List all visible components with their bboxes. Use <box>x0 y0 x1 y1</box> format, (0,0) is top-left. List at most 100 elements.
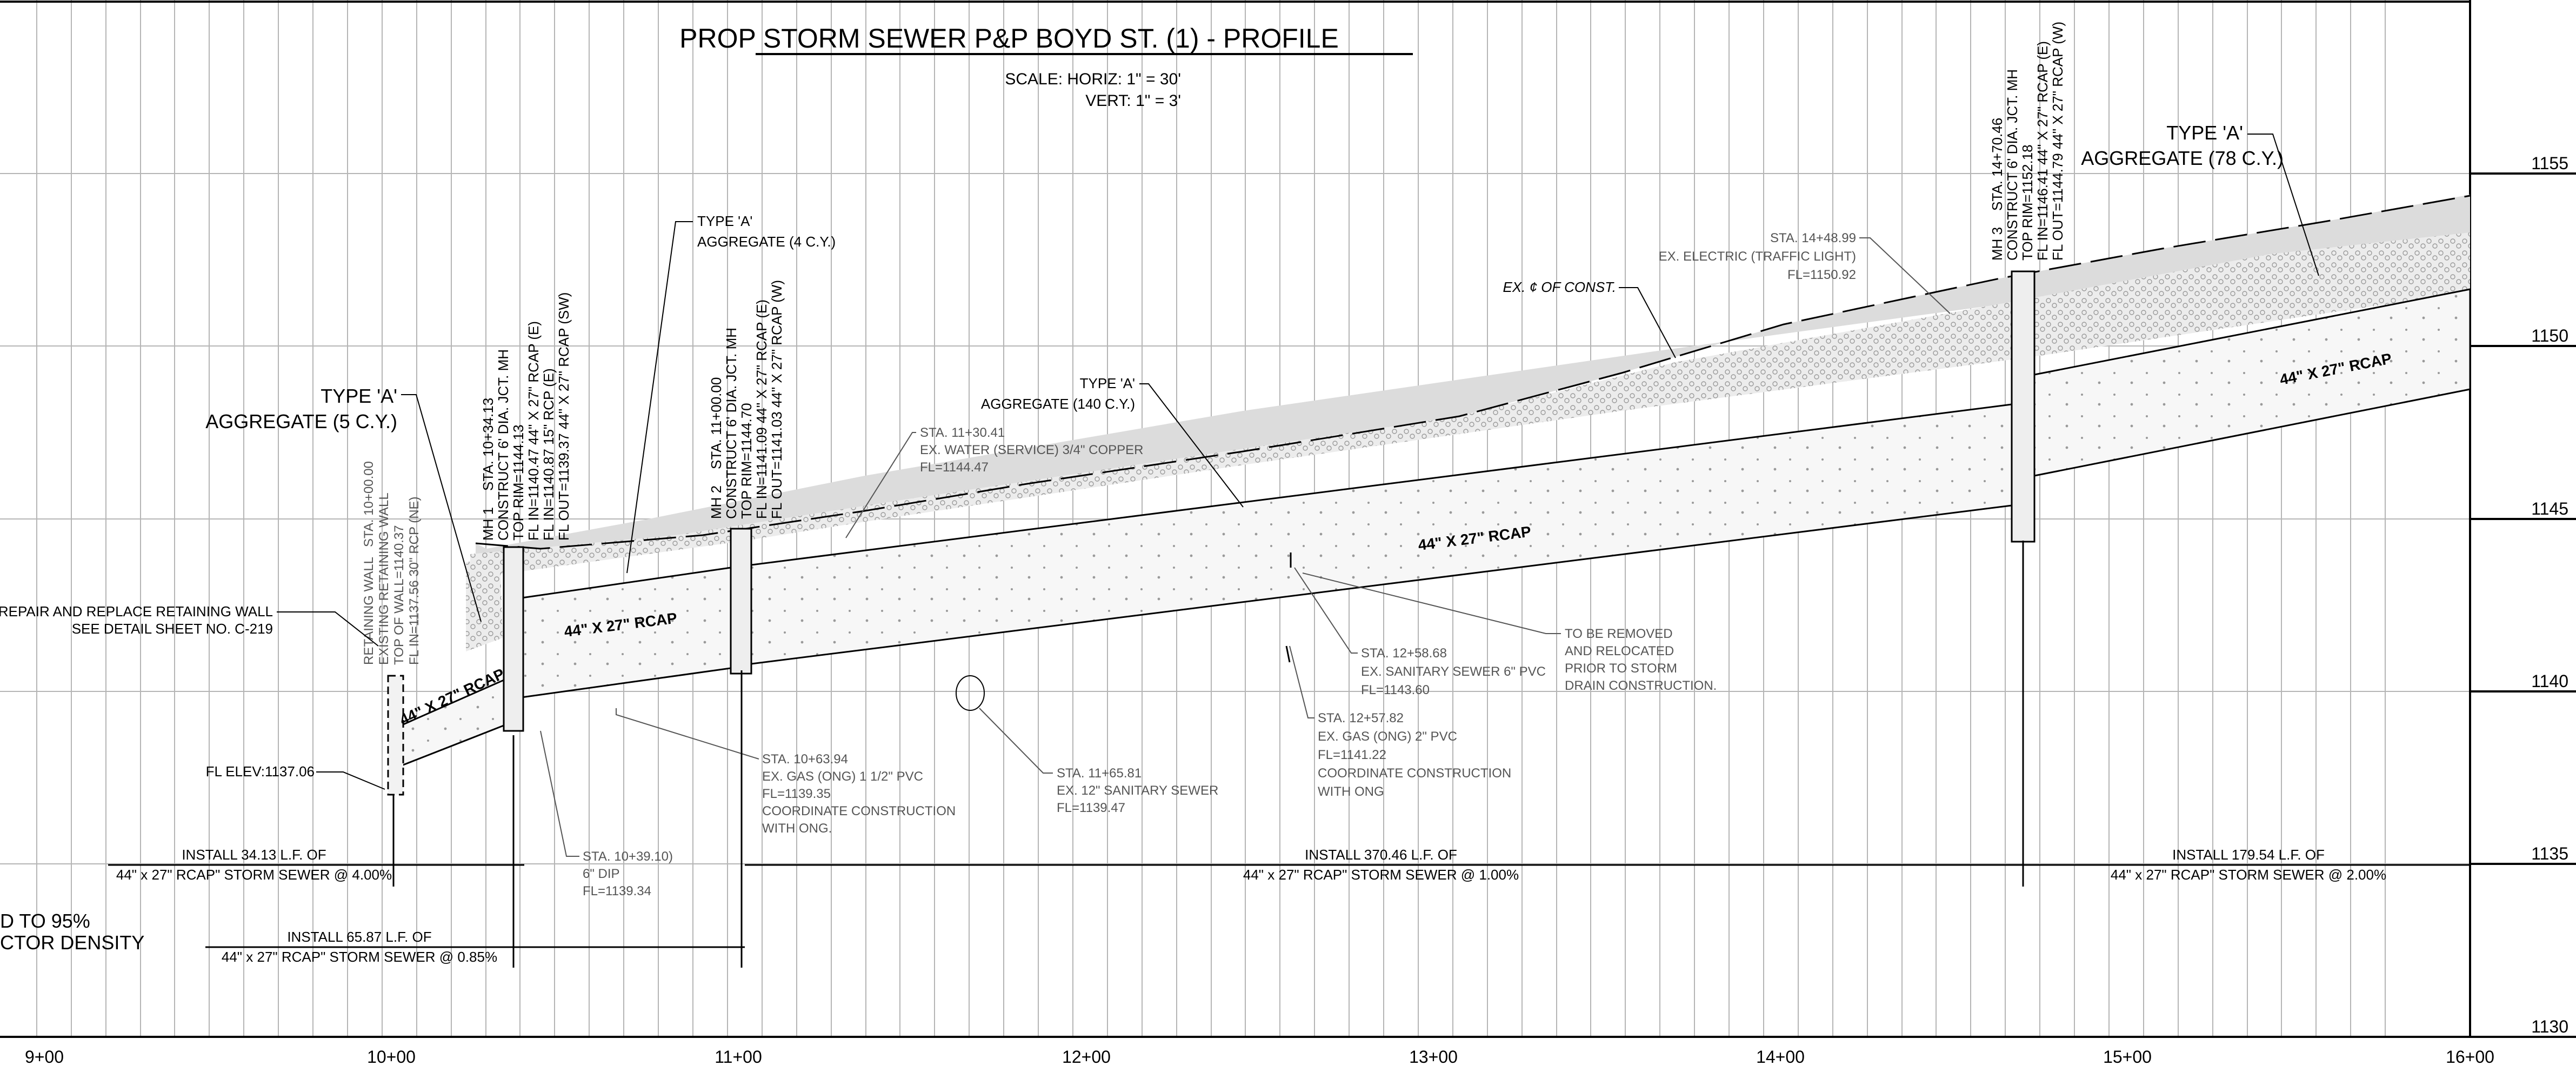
gas-callout-2: STA. 12+57.82 EX. GAS (ONG) 2" PVC FL=11… <box>1285 645 1511 799</box>
svg-text:STA. 10+39.10): STA. 10+39.10) <box>583 849 673 864</box>
svg-text:COORDINATE CONSTRUCTION: COORDINATE CONSTRUCTION <box>1318 766 1511 781</box>
station-labels: 9+00 10+00 11+00 12+00 13+00 14+00 15+00… <box>25 1047 2494 1067</box>
elevation-labels: 1155 1150 1145 1140 1135 1130 <box>2531 154 2568 1036</box>
svg-text:EX. GAS (ONG) 1 1/2" PVC: EX. GAS (ONG) 1 1/2" PVC <box>762 769 923 784</box>
svg-text:STA. 10+63.94: STA. 10+63.94 <box>762 752 848 767</box>
wall-tag: RETAINING WALL <box>362 557 376 665</box>
svg-text:EXISTING RETAINING WALL: EXISTING RETAINING WALL <box>377 492 391 665</box>
svg-text:FL IN=1140.47 44" X 27" RCAP (: FL IN=1140.47 44" X 27" RCAP (E) <box>525 321 542 541</box>
svg-text:TO BE REMOVED: TO BE REMOVED <box>1565 627 1673 641</box>
svg-text:EX. SANITARY SEWER 6" PVC: EX. SANITARY SEWER 6" PVC <box>1361 664 1546 679</box>
svg-text:44" x 27" RCAP" STORM SEWER @: 44" x 27" RCAP" STORM SEWER @ 4.00% <box>116 867 392 883</box>
mh-tag: MH 2 <box>708 485 724 519</box>
station-label: 13+00 <box>1409 1047 1458 1067</box>
station-label: 16+00 <box>2446 1047 2494 1067</box>
svg-text:AGGREGATE (5 C.Y.): AGGREGATE (5 C.Y.) <box>205 410 397 432</box>
manhole-1 <box>503 546 524 732</box>
elev-label: 1135 <box>2531 844 2568 863</box>
svg-text:CTOR DENSITY: CTOR DENSITY <box>0 931 144 954</box>
svg-text:AND RELOCATED: AND RELOCATED <box>1565 644 1674 658</box>
svg-text:FL OUT=1144.79 44" X 27" RCAP: FL OUT=1144.79 44" X 27" RCAP (W) <box>2050 22 2066 261</box>
page-title: PROP STORM SEWER P&P BOYD ST. (1) - PROF… <box>679 23 1339 54</box>
svg-text:44" x 27" RCAP" STORM SEWER @: 44" x 27" RCAP" STORM SEWER @ 0.85% <box>222 949 497 965</box>
retaining-wall <box>387 675 404 796</box>
aggregate-callout-3: TYPE 'A' AGGREGATE (140 C.Y.) <box>981 375 1244 508</box>
aggregate-zone <box>470 232 2470 578</box>
svg-text:STA. 12+58.68: STA. 12+58.68 <box>1361 646 1447 661</box>
electric-callout: STA. 14+48.99 EX. ELECTRIC (TRAFFIC LIGH… <box>1659 231 1951 314</box>
compaction-note: D TO 95% CTOR DENSITY <box>0 910 144 954</box>
station-label: 11+00 <box>715 1047 762 1067</box>
station-label: 9+00 <box>25 1047 64 1067</box>
svg-text:STA. 10+34.13: STA. 10+34.13 <box>480 398 496 491</box>
svg-text:FL IN=1146.41 44" X 27" RCAP (: FL IN=1146.41 44" X 27" RCAP (E) <box>2034 41 2051 261</box>
svg-text:EX. GAS (ONG) 2" PVC: EX. GAS (ONG) 2" PVC <box>1318 729 1457 744</box>
existing-ground-line <box>475 195 2471 550</box>
station-label: 10+00 <box>367 1047 416 1067</box>
manhole-2 <box>730 528 752 675</box>
sanitary-callout-12: STA. 11+65.81 EX. 12" SANITARY SEWER FL=… <box>956 675 1218 815</box>
manhole-3 <box>2011 270 2036 543</box>
svg-text:SEE DETAIL SHEET NO. C-219: SEE DETAIL SHEET NO. C-219 <box>72 621 273 637</box>
aggregate-callout-4: TYPE 'A' AGGREGATE (78 C.Y.) <box>2081 122 2319 276</box>
svg-text:TYPE 'A': TYPE 'A' <box>697 213 752 229</box>
elevation-ticks <box>2470 172 2576 1038</box>
svg-text:FL=1150.92: FL=1150.92 <box>1787 268 1856 282</box>
svg-text:INSTALL 65.87 L.F. OF: INSTALL 65.87 L.F. OF <box>287 929 431 945</box>
gas-callout-1: STA. 10+63.94 EX. GAS (ONG) 1 1/2" PVC F… <box>616 708 956 836</box>
svg-text:AGGREGATE (140 C.Y.): AGGREGATE (140 C.Y.) <box>981 396 1135 412</box>
svg-text:WITH ONG.: WITH ONG. <box>762 821 832 836</box>
scale-horiz: SCALE: HORIZ: 1" = 30' <box>1005 70 1181 88</box>
svg-text:44" x 27" RCAP" STORM SEWER @: 44" x 27" RCAP" STORM SEWER @ 1.00% <box>1243 867 1519 883</box>
mh2-annotation: MH 2 STA. 11+00.00 CONSTRUCT 6' DIA. JCT… <box>708 280 785 519</box>
svg-text:FL=1143.60: FL=1143.60 <box>1361 683 1430 697</box>
svg-text:6" DIP: 6" DIP <box>583 867 620 881</box>
svg-text:AGGREGATE (4 C.Y.): AGGREGATE (4 C.Y.) <box>697 234 836 250</box>
station-label: 14+00 <box>1756 1047 1805 1067</box>
elev-label: 1145 <box>2531 499 2568 518</box>
svg-text:FL IN=1141.09 44" X 27" RCAP (: FL IN=1141.09 44" X 27" RCAP (E) <box>753 299 770 519</box>
svg-text:TYPE 'A': TYPE 'A' <box>321 385 397 407</box>
remove-callout: TO BE REMOVED AND RELOCATED PRIOR TO STO… <box>1302 572 1717 693</box>
svg-text:INSTALL 179.54 L.F. OF: INSTALL 179.54 L.F. OF <box>2172 847 2325 863</box>
svg-text:INSTALL 34.13 L.F. OF: INSTALL 34.13 L.F. OF <box>182 847 326 863</box>
fl-elev-callout: FL ELEV:1137.06 <box>206 763 385 790</box>
svg-text:FL ELEV:1137.06: FL ELEV:1137.06 <box>206 763 315 780</box>
svg-text:PRIOR TO STORM: PRIOR TO STORM <box>1565 661 1677 676</box>
svg-text:AGGREGATE (78 C.Y.): AGGREGATE (78 C.Y.) <box>2081 147 2284 169</box>
svg-text:TOP OF WALL=1140.37: TOP OF WALL=1140.37 <box>392 525 406 665</box>
mh1-annotation: MH 1 STA. 10+34.13 CONSTRUCT 6' DIA. JCT… <box>480 292 572 541</box>
ground-fill <box>476 195 2470 560</box>
svg-text:FL OUT=1141.03 44" X 27" RCAP: FL OUT=1141.03 44" X 27" RCAP (W) <box>769 280 785 519</box>
svg-text:EX. ¢ OF CONST.: EX. ¢ OF CONST. <box>1503 279 1616 295</box>
svg-text:TYPE 'A': TYPE 'A' <box>1080 375 1135 391</box>
install-labels: INSTALL 34.13 L.F. OF 44" x 27" RCAP" ST… <box>116 847 2386 965</box>
station-label: 15+00 <box>2103 1047 2152 1067</box>
water-callout: STA. 11+30.41 EX. WATER (SERVICE) 3/4" C… <box>845 425 1144 538</box>
aggregate-callout-2: TYPE 'A' AGGREGATE (4 C.Y.) <box>626 213 836 574</box>
svg-text:CONSTRUCT 6' DIA. JCT. MH: CONSTRUCT 6' DIA. JCT. MH <box>495 349 511 541</box>
svg-text:TOP RIM=1144.70: TOP RIM=1144.70 <box>738 403 755 519</box>
svg-text:TOP RIM=1144.13: TOP RIM=1144.13 <box>510 424 526 541</box>
svg-text:STA. 12+57.82: STA. 12+57.82 <box>1318 711 1404 725</box>
elev-label: 1150 <box>2531 326 2568 345</box>
svg-text:TOP RIM=1152.18: TOP RIM=1152.18 <box>2019 144 2036 261</box>
svg-text:STA. 14+48.99: STA. 14+48.99 <box>1770 231 1856 245</box>
aggregate-callout-1: TYPE 'A' AGGREGATE (5 C.Y.) <box>205 385 482 622</box>
elev-label: 1130 <box>2531 1017 2568 1036</box>
svg-text:COORDINATE CONSTRUCTION: COORDINATE CONSTRUCTION <box>762 804 956 818</box>
svg-text:REPAIR AND REPLACE RETAINING W: REPAIR AND REPLACE RETAINING WALL <box>0 603 273 620</box>
manholes <box>503 270 2036 732</box>
svg-text:EX. ELECTRIC (TRAFFIC LIGHT): EX. ELECTRIC (TRAFFIC LIGHT) <box>1659 249 1856 264</box>
svg-text:TYPE 'A': TYPE 'A' <box>2166 122 2243 144</box>
svg-text:WITH ONG: WITH ONG <box>1318 784 1384 799</box>
svg-text:CONSTRUCT 6' DIA. JCT. MH: CONSTRUCT 6' DIA. JCT. MH <box>723 328 739 519</box>
svg-text:STA. 11+65.81: STA. 11+65.81 <box>1057 766 1142 781</box>
ex-const-callout: EX. ¢ OF CONST. <box>1503 279 1676 358</box>
svg-text:FL=1144.47: FL=1144.47 <box>920 460 989 475</box>
svg-text:STA. 10+00.00: STA. 10+00.00 <box>362 461 376 547</box>
svg-text:INSTALL 370.46 L.F. OF: INSTALL 370.46 L.F. OF <box>1305 847 1457 863</box>
sanitary-callout-6: STA. 12+58.68 EX. SANITARY SEWER 6" PVC … <box>1290 552 1546 697</box>
station-label: 12+00 <box>1062 1047 1111 1067</box>
